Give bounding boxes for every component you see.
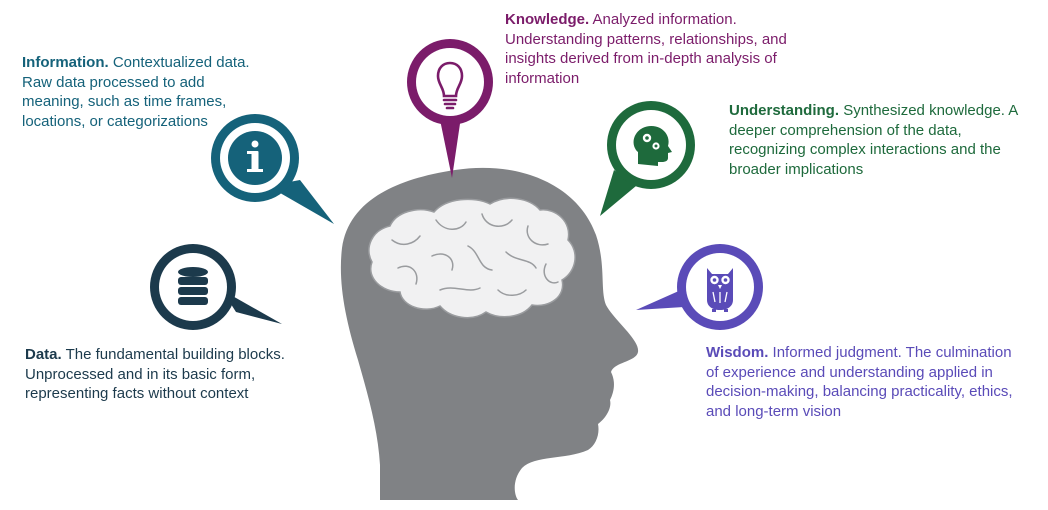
wisdom-bubble	[636, 244, 763, 330]
information-text: Information. Contextualized data. Raw da…	[22, 53, 262, 131]
brain	[368, 197, 576, 319]
wisdom-text: Wisdom. Informed judgment. The culminati…	[706, 343, 1016, 421]
understanding-description: Synthesized knowledge. A deeper comprehe…	[729, 102, 1018, 178]
information-bubble	[211, 114, 334, 224]
head-gears-icon	[633, 126, 672, 166]
database-icon	[178, 267, 208, 305]
brain-folds	[391, 213, 559, 296]
data-text: Data. The fundamental building blocks. U…	[25, 345, 285, 404]
understanding-text: Understanding. Synthesized knowledge. A …	[729, 101, 1029, 179]
information-title: Information.	[22, 54, 109, 71]
data-bubble	[150, 244, 282, 330]
information-description: Contextualized data. Raw data processed …	[22, 54, 250, 130]
understanding-bubble	[600, 101, 695, 216]
knowledge-title: Knowledge.	[505, 11, 590, 28]
info-icon	[228, 131, 282, 185]
data-title: Data.	[25, 346, 62, 363]
data-description: The fundamental building blocks. Unproce…	[25, 346, 285, 402]
wisdom-description: Informed judgment. The culmination of ex…	[706, 344, 1013, 420]
understanding-title: Understanding.	[729, 102, 840, 119]
knowledge-bubble	[407, 39, 493, 178]
owl-icon	[707, 268, 733, 312]
knowledge-text: Knowledge. Analyzed information. Underst…	[505, 10, 805, 88]
wisdom-title: Wisdom.	[706, 344, 769, 361]
lightbulb-icon	[436, 61, 464, 110]
knowledge-description: Analyzed information. Understanding patt…	[505, 11, 787, 87]
